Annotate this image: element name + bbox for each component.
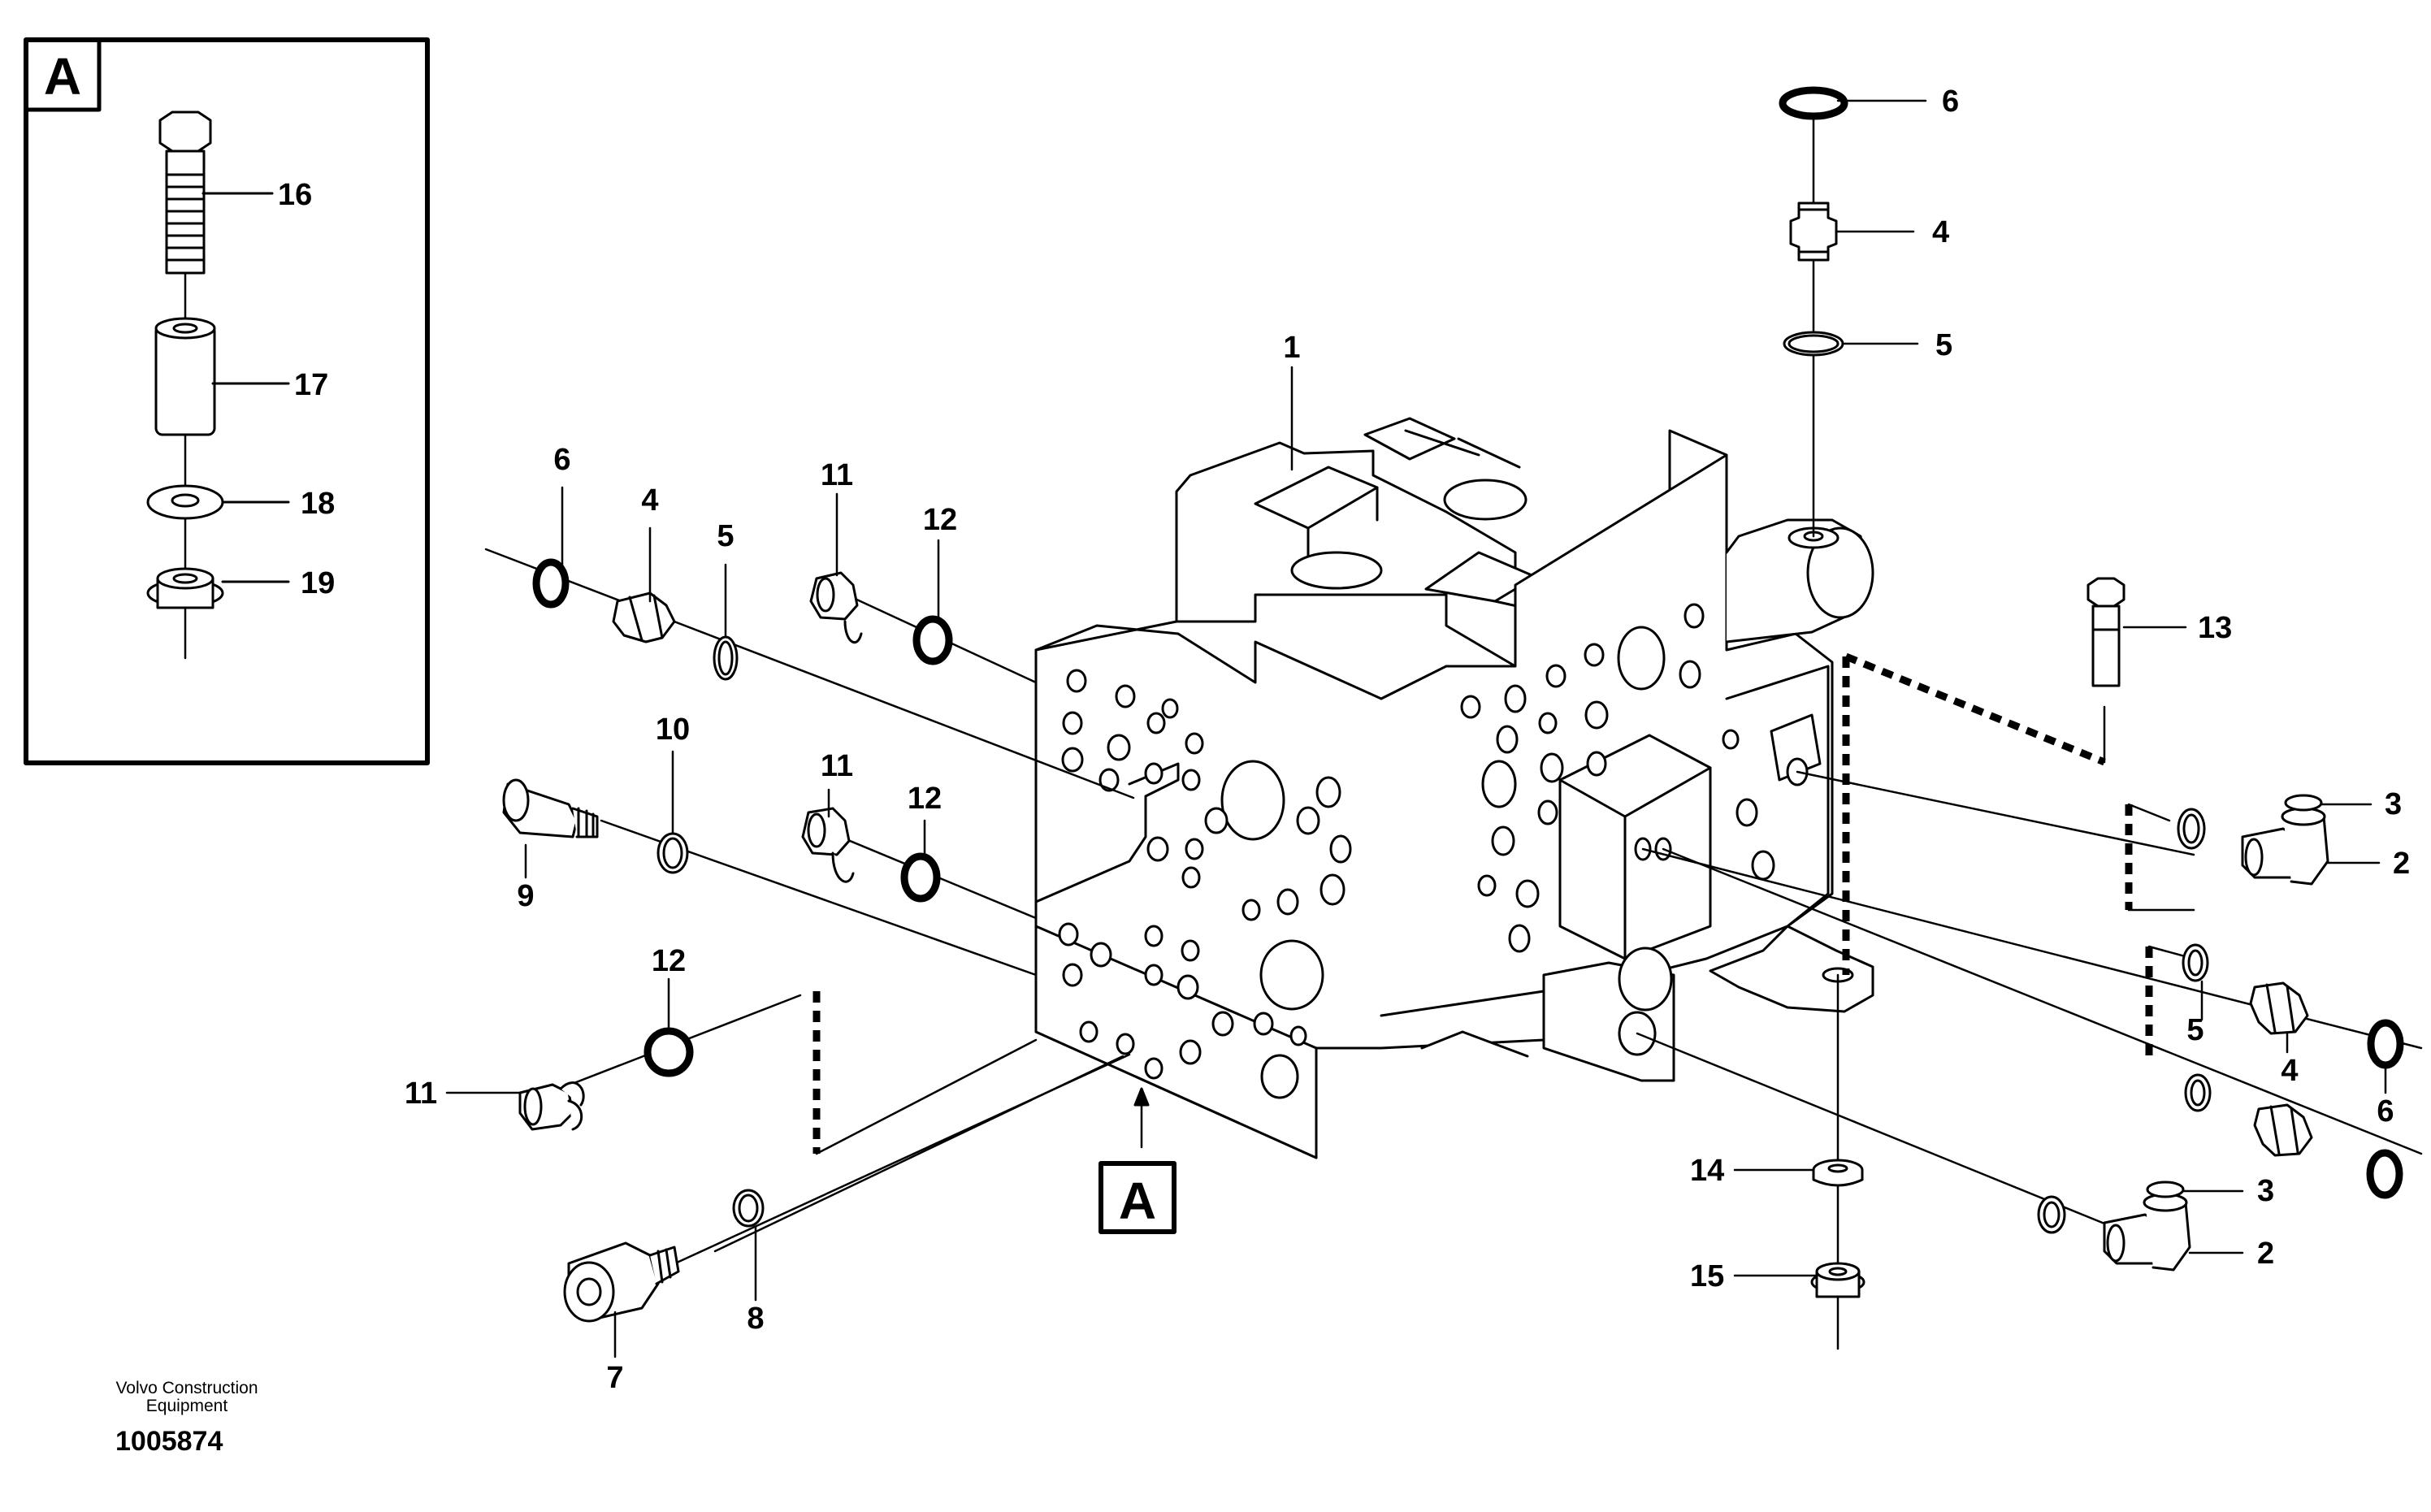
callout-6: 6: [2377, 1094, 2394, 1129]
callout-12: 12: [652, 944, 686, 978]
seal-10: [656, 832, 689, 874]
callout-15: 15: [1690, 1259, 1724, 1293]
seal-5-right-lower: [2184, 1073, 2212, 1112]
bolt-13: [2086, 577, 2126, 687]
callout-14: 14: [1690, 1154, 1724, 1188]
seal-12-upper: [912, 615, 953, 665]
brand-line-2: Equipment: [145, 1397, 228, 1415]
callout-2: 2: [2393, 847, 2410, 881]
callout-5: 5: [2186, 1013, 2204, 1047]
o-ring-6-left: [532, 558, 570, 609]
callout-4: 4: [1932, 215, 1949, 249]
test-coupling-11-lower: [518, 1081, 585, 1131]
inset-detail-a: [24, 37, 430, 765]
callout-16: 16: [278, 178, 312, 212]
nut-19: [146, 567, 224, 609]
elbow-2-upper: [2241, 807, 2329, 886]
callout-3: 3: [2257, 1174, 2274, 1208]
section-marker-a: [1098, 1161, 1176, 1234]
spacer-17: [154, 317, 216, 436]
callout-11: 11: [821, 749, 853, 783]
seal-12-mid: [900, 852, 941, 903]
washer-18: [146, 484, 224, 520]
callout-8: 8: [747, 1302, 764, 1336]
nipple-4-right-upper: [2249, 981, 2309, 1035]
document-number: 1005874: [115, 1426, 223, 1457]
seal-5-right-upper: [2182, 943, 2209, 982]
seal-right-upper: [2177, 808, 2206, 850]
test-coupling-11-upper: [809, 571, 863, 644]
seal-right-lower: [2037, 1195, 2066, 1234]
port-holes-right: [1460, 603, 1775, 953]
callout-12: 12: [908, 782, 942, 816]
ring-3-lower: [2146, 1181, 2185, 1198]
control-valve-block-1: [1034, 417, 1874, 1159]
o-ring-6-top: [1779, 86, 1848, 120]
nipple-4-left: [612, 591, 676, 643]
callout-11: 11: [405, 1077, 437, 1111]
brand-text: Volvo Construction Equipment: [89, 1380, 284, 1415]
o-ring-6-right-lower: [2366, 1149, 2403, 1199]
o-ring-6-right-upper: [2367, 1019, 2404, 1069]
callout-6: 6: [1942, 84, 1959, 119]
nipple-4-top: [1789, 201, 1838, 262]
brand-line-1: Volvo Construction: [115, 1379, 258, 1397]
leader-lines: [445, 99, 2387, 1358]
washer-5-top: [1783, 331, 1844, 357]
callout-17: 17: [294, 368, 328, 402]
callout-9: 9: [517, 879, 534, 913]
nipple-4-right-lower: [2253, 1103, 2313, 1157]
washer-14: [1812, 1159, 1864, 1187]
callout-13: 13: [2198, 611, 2232, 645]
callout-2: 2: [2257, 1237, 2274, 1271]
elbow-2-lower: [2103, 1193, 2191, 1272]
seal-8: [732, 1189, 765, 1228]
callout-7: 7: [606, 1361, 623, 1395]
callout-19: 19: [301, 566, 335, 600]
callout-11: 11: [821, 458, 853, 492]
coupling-7: [563, 1241, 680, 1323]
callout-18: 18: [301, 487, 335, 521]
test-coupling-11-mid: [801, 807, 855, 883]
washer-5-left: [713, 635, 739, 681]
section-marker-label: A: [1119, 1172, 1156, 1230]
callout-6: 6: [553, 443, 570, 477]
callout-4: 4: [641, 483, 658, 518]
callout-1: 1: [1283, 331, 1300, 365]
callout-5: 5: [717, 519, 734, 553]
callout-3: 3: [2385, 787, 2402, 821]
hidden-lines: [812, 652, 2153, 1154]
ring-3-upper: [2284, 794, 2323, 812]
nut-15: [1810, 1262, 1866, 1298]
callout-12: 12: [923, 503, 957, 537]
seal-12-lower: [644, 1027, 694, 1077]
coupling-9: [502, 778, 599, 838]
callout-5: 5: [1935, 328, 1952, 362]
bolt-16: [158, 110, 212, 275]
inset-label: A: [44, 47, 81, 106]
callout-4: 4: [2281, 1054, 2298, 1088]
callout-10: 10: [656, 713, 690, 747]
port-holes-left: [1058, 669, 1352, 1099]
